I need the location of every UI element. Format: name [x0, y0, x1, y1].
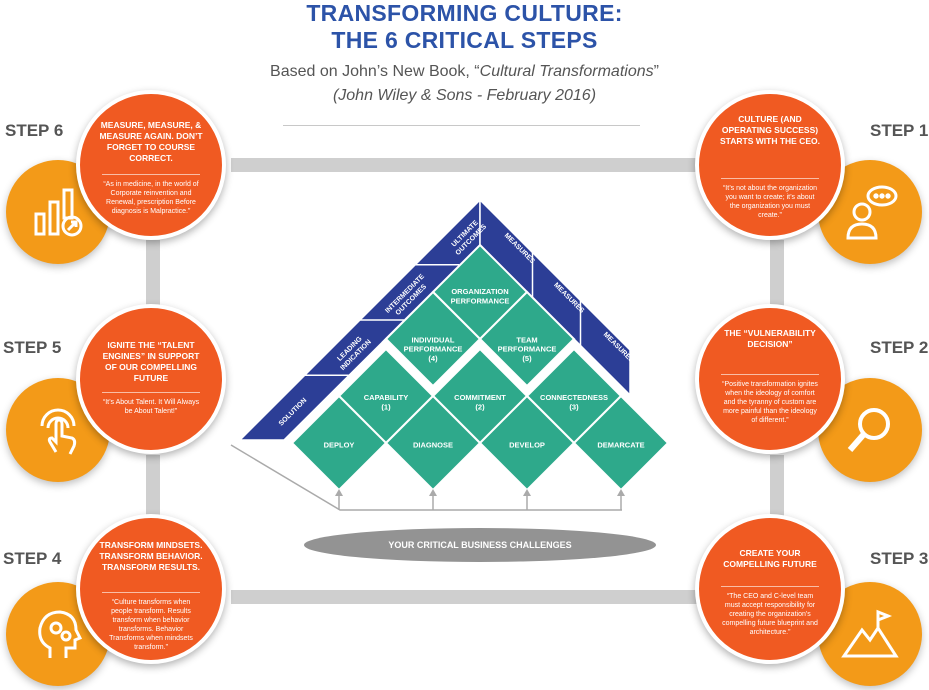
- touch-hand-icon: [40, 408, 77, 455]
- step-3-quote: “The CEO and C-level team must accept re…: [721, 586, 819, 637]
- step-1-quote: “It’s not about the organization you wan…: [721, 178, 819, 220]
- diamond-label: CAPABILITY(1): [364, 393, 408, 411]
- diamond-label: DIAGNOSE: [413, 441, 453, 450]
- title-line-2: THE 6 CRITICAL STEPS: [331, 27, 598, 53]
- connector-right-upper: [770, 240, 784, 320]
- up-arrow-head: [429, 489, 437, 496]
- step-3-circle: CREATE YOUR COMPELLING FUTURE “The CEO a…: [695, 514, 845, 664]
- subtitle-line-1: Based on John’s New Book, “Cultural Tran…: [0, 63, 929, 81]
- step-2-quote: “Positive transformation ignites when th…: [721, 374, 819, 425]
- subtitle-line-2: (John Wiley & Sons - February 2016): [332, 87, 597, 104]
- diamond-row2: [384, 290, 482, 388]
- thought-bubble-person-icon: [846, 185, 898, 240]
- book-title: Cultural Transformations: [479, 63, 654, 80]
- connector-bottom: [231, 590, 697, 604]
- step-5-label: STEP 5: [3, 338, 62, 357]
- diamond-label: DEMARCATE: [597, 441, 644, 450]
- subtitle-quote-end: ”: [653, 63, 659, 80]
- connector-left-upper: [146, 240, 160, 320]
- up-arrow-head: [523, 489, 531, 496]
- step-5-heading: IGNITE THE “TALENT ENGINES” IN SUPPORT O…: [102, 340, 200, 383]
- step-1-heading: CULTURE (AND OPERATING SUCCESS) STARTS W…: [720, 114, 820, 146]
- divider: [283, 125, 640, 126]
- mountain-flag-icon: [841, 609, 899, 658]
- step-4-label: STEP 4: [3, 549, 62, 568]
- business-challenges-base: YOUR CRITICAL BUSINESS CHALLENGES: [304, 528, 656, 562]
- subtitle-plain: Based on John’s New Book, “: [270, 63, 480, 80]
- diamond-row2: [478, 290, 576, 388]
- feed-line: [230, 444, 622, 511]
- diamond-label: COMMITMENT(2): [454, 393, 506, 411]
- diamond-label: DEPLOY: [324, 441, 355, 450]
- step-1-label: STEP 1: [870, 121, 929, 140]
- step-6-heading: MEASURE, MEASURE, & MEASURE AGAIN. DON’T…: [99, 120, 203, 163]
- step-3-label: STEP 3: [870, 549, 929, 568]
- diamond-label: DEVELOP: [509, 441, 545, 450]
- step-5-quote: “It’s About Talent. It Will Always be Ab…: [102, 392, 200, 416]
- connector-left-lower: [146, 455, 160, 530]
- step-4-circle: TRANSFORM MINDSETS. TRANSFORM BEHAVIOR. …: [76, 514, 226, 664]
- step-3-heading: CREATE YOUR COMPELLING FUTURE: [723, 548, 817, 569]
- step-2-label: STEP 2: [870, 338, 929, 357]
- up-arrow-head: [335, 489, 343, 496]
- step-2-heading: THE “VULNERABILITY DECISION”: [724, 328, 816, 349]
- up-arrow-head: [617, 489, 625, 496]
- step-1-circle: CULTURE (AND OPERATING SUCCESS) STARTS W…: [695, 90, 845, 240]
- step-6-label: STEP 6: [5, 121, 64, 140]
- connector-top: [231, 158, 697, 172]
- magnifying-glass-icon: [847, 408, 890, 452]
- title-line-1: TRANSFORMING CULTURE:: [306, 0, 623, 26]
- step-6-circle: MEASURE, MEASURE, & MEASURE AGAIN. DON’T…: [76, 90, 226, 240]
- head-gears-icon: [38, 610, 83, 658]
- step-6-quote: “As in medicine, in the world of Corpora…: [102, 174, 200, 216]
- right-indicator-strip: [479, 198, 631, 397]
- bar-chart-arrow-icon: [34, 188, 83, 237]
- connector-right-lower: [770, 455, 784, 530]
- step-4-heading: TRANSFORM MINDSETS. TRANSFORM BEHAVIOR. …: [99, 540, 203, 572]
- step-4-quote: “Culture transforms when people transfor…: [102, 592, 200, 652]
- diamond-label: CONNECTEDNESS(3): [540, 393, 608, 411]
- step-5-circle: IGNITE THE “TALENT ENGINES” IN SUPPORT O…: [76, 304, 226, 454]
- step-2-circle: THE “VULNERABILITY DECISION” “Positive t…: [695, 304, 845, 454]
